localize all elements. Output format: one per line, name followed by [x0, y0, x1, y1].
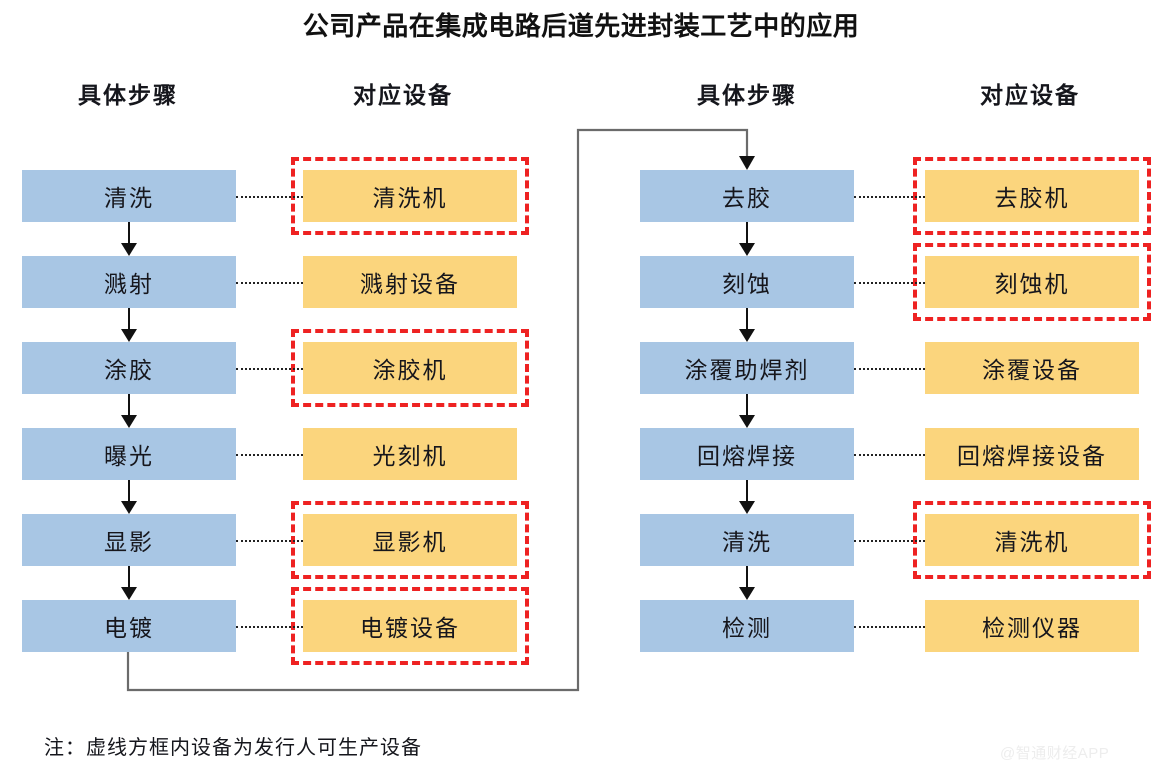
equipment-box[interactable]: 光刻机 — [303, 428, 517, 480]
step-box[interactable]: 去胶 — [640, 170, 854, 222]
step-box[interactable]: 清洗 — [22, 170, 236, 222]
step-box[interactable]: 检测 — [640, 600, 854, 652]
step-equipment-connector — [236, 454, 303, 456]
step-box[interactable]: 电镀 — [22, 600, 236, 652]
flow-arrow-line — [128, 480, 130, 502]
step-box[interactable]: 曝光 — [22, 428, 236, 480]
footnote: 注：虚线方框内设备为发行人可生产设备 — [44, 737, 422, 759]
flow-arrow-head-icon — [739, 587, 755, 600]
equipment-box[interactable]: 清洗机 — [303, 170, 517, 222]
route-arrow-head-icon — [739, 156, 755, 170]
flow-arrow-line — [128, 394, 130, 416]
step-equipment-connector — [854, 454, 925, 456]
column-header-steps-right: 具体步骤 — [697, 83, 797, 108]
flow-arrow-line — [746, 480, 748, 502]
flow-arrow-line — [746, 566, 748, 588]
flow-arrow-head-icon — [121, 329, 137, 342]
step-equipment-connector — [236, 196, 303, 198]
flow-arrow-head-icon — [739, 243, 755, 256]
equipment-box[interactable]: 回熔焊接设备 — [925, 428, 1139, 480]
flow-arrow-line — [746, 308, 748, 330]
step-equipment-connector — [854, 626, 925, 628]
flow-arrow-head-icon — [121, 415, 137, 428]
flow-arrow-line — [128, 222, 130, 244]
equipment-box[interactable]: 涂覆设备 — [925, 342, 1139, 394]
flow-arrow-head-icon — [121, 587, 137, 600]
flow-arrow-head-icon — [739, 501, 755, 514]
step-box[interactable]: 溅射 — [22, 256, 236, 308]
step-equipment-connector — [236, 626, 303, 628]
step-box[interactable]: 刻蚀 — [640, 256, 854, 308]
flow-arrow-head-icon — [121, 243, 137, 256]
page-title: 公司产品在集成电路后道先进封装工艺中的应用 — [302, 11, 860, 41]
watermark: @智通财经APP — [1000, 745, 1110, 762]
equipment-box[interactable]: 涂胶机 — [303, 342, 517, 394]
step-equipment-connector — [236, 368, 303, 370]
step-equipment-connector — [854, 196, 925, 198]
column-header-steps-left: 具体步骤 — [78, 83, 178, 108]
flow-arrow-line — [128, 566, 130, 588]
step-box[interactable]: 涂覆助焊剂 — [640, 342, 854, 394]
step-box[interactable]: 涂胶 — [22, 342, 236, 394]
flow-arrow-line — [746, 222, 748, 244]
equipment-box[interactable]: 溅射设备 — [303, 256, 517, 308]
step-equipment-connector — [854, 368, 925, 370]
equipment-box[interactable]: 检测仪器 — [925, 600, 1139, 652]
step-equipment-connector — [854, 282, 925, 284]
step-box[interactable]: 清洗 — [640, 514, 854, 566]
column-header-equipment-right: 对应设备 — [980, 83, 1080, 108]
step-equipment-connector — [236, 540, 303, 542]
flow-arrow-line — [128, 308, 130, 330]
flow-arrow-line — [746, 394, 748, 416]
step-box[interactable]: 显影 — [22, 514, 236, 566]
step-equipment-connector — [854, 540, 925, 542]
equipment-box[interactable]: 清洗机 — [925, 514, 1139, 566]
flow-arrow-head-icon — [739, 415, 755, 428]
equipment-box[interactable]: 去胶机 — [925, 170, 1139, 222]
flow-arrow-head-icon — [739, 329, 755, 342]
equipment-box[interactable]: 刻蚀机 — [925, 256, 1139, 308]
flow-arrow-head-icon — [121, 501, 137, 514]
step-box[interactable]: 回熔焊接 — [640, 428, 854, 480]
equipment-box[interactable]: 电镀设备 — [303, 600, 517, 652]
column-header-equipment-left: 对应设备 — [353, 83, 453, 108]
step-equipment-connector — [236, 282, 303, 284]
equipment-box[interactable]: 显影机 — [303, 514, 517, 566]
